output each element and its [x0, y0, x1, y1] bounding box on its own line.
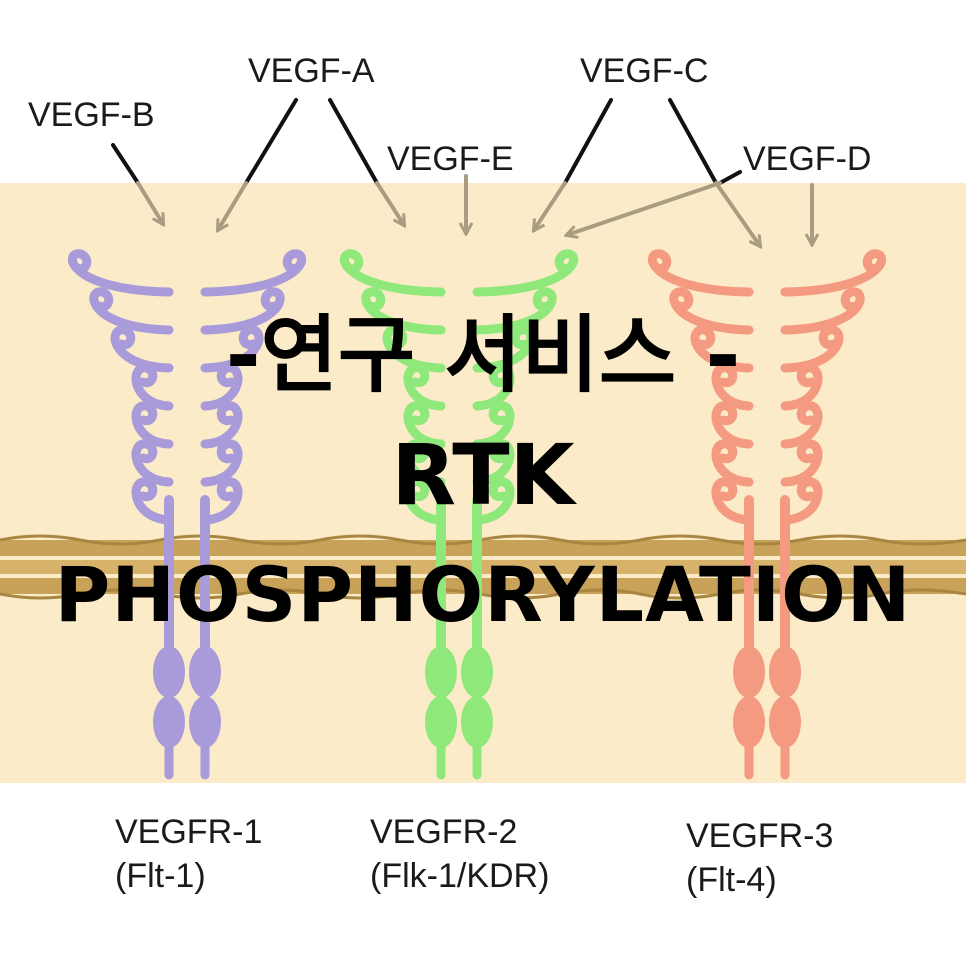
ligand-label-vegf-e: VEGF-E	[387, 140, 514, 178]
receptor-alias: (Flt-1)	[115, 857, 206, 895]
overlay-title-rtk: RTK	[391, 426, 575, 524]
ligand-label-vegf-a: VEGF-A	[248, 52, 375, 90]
kinase-domain	[769, 646, 801, 698]
receptor-chain	[461, 249, 579, 780]
binding-arrows	[136, 174, 812, 246]
receptor-label-vegfr-2: VEGFR-2 (Flk-1/KDR)	[370, 810, 549, 898]
ig-domain-loop	[472, 287, 557, 335]
ig-domain-loop	[780, 363, 823, 411]
receptor-alias: (Flk-1/KDR)	[370, 857, 550, 895]
receptor-chain	[769, 249, 887, 780]
ig-domain-loop	[780, 477, 823, 525]
ig-domain-loop	[200, 439, 243, 487]
receptor-name: VEGFR-2	[370, 813, 518, 851]
kinase-domain	[153, 646, 185, 698]
ig-domain-loop	[403, 363, 446, 411]
ig-domain-loop	[131, 477, 174, 525]
kinase-domain	[153, 696, 185, 748]
receptor-name: VEGFR-3	[686, 817, 834, 855]
kinase-domain	[425, 646, 457, 698]
ig-domain-loop	[472, 363, 515, 411]
receptor-chain	[189, 249, 307, 780]
ig-domain-loop	[647, 249, 754, 297]
ig-domain-loop	[472, 401, 515, 449]
receptor-chain	[339, 249, 457, 780]
ig-domain-loop	[110, 325, 174, 373]
ig-domain-loop	[361, 287, 446, 335]
cell-membrane	[0, 534, 966, 600]
receptor-2	[339, 249, 579, 780]
ig-domain-loop	[472, 477, 515, 525]
ig-domain-loop	[131, 439, 174, 487]
ig-domain-loop	[200, 401, 243, 449]
overlay-title-korean: -연구 서비스 -	[225, 306, 741, 404]
ig-domain-loop	[200, 477, 243, 525]
ig-domain-loop	[200, 287, 285, 335]
ig-domain-loop	[472, 249, 579, 297]
ig-domain-loop	[669, 287, 754, 335]
ig-domain-loop	[200, 325, 264, 373]
ig-domain-loop	[339, 249, 446, 297]
receptor-1	[67, 249, 307, 780]
ig-domain-loop	[780, 287, 865, 335]
receptor-chain	[67, 249, 185, 780]
receptor-shapes	[67, 249, 887, 780]
receptor-label-vegfr-3: VEGFR-3 (Flt-4)	[686, 814, 833, 902]
ig-domain-loop	[711, 477, 754, 525]
ig-domain-loop	[780, 325, 844, 373]
ig-domain-loop	[67, 249, 174, 297]
ig-domain-loop	[403, 439, 446, 487]
receptor-alias: (Flt-4)	[686, 861, 777, 899]
receptor-name: VEGFR-1	[115, 813, 263, 851]
ig-domain-loop	[200, 249, 307, 297]
kinase-domain	[461, 696, 493, 748]
ig-domain-loop	[131, 401, 174, 449]
ig-domain-loop	[690, 325, 754, 373]
kinase-domain	[461, 646, 493, 698]
kinase-domain	[189, 696, 221, 748]
ig-domain-loop	[780, 249, 887, 297]
kinase-domain	[425, 696, 457, 748]
kinase-domain	[733, 696, 765, 748]
ig-domain-loop	[711, 401, 754, 449]
ig-domain-loop	[200, 363, 243, 411]
ig-domain-loop	[472, 439, 515, 487]
receptor-chain	[647, 249, 765, 780]
ig-domain-loop	[780, 439, 823, 487]
ligand-label-vegf-d: VEGF-D	[743, 140, 872, 178]
ig-domain-loop	[403, 401, 446, 449]
ig-domain-loop	[780, 401, 823, 449]
ligand-label-vegf-c: VEGF-C	[580, 52, 709, 90]
receptor-label-vegfr-1: VEGFR-1 (Flt-1)	[115, 810, 262, 898]
kinase-domain	[733, 646, 765, 698]
ig-domain-loop	[711, 363, 754, 411]
ig-domain-loop	[131, 363, 174, 411]
overlay-title-phosphorylation: PHOSPHORYLATION	[54, 550, 912, 639]
ig-domain-loop	[403, 477, 446, 525]
ligand-label-vegf-b: VEGF-B	[28, 96, 155, 134]
ig-domain-loop	[382, 325, 446, 373]
ig-domain-loop	[472, 325, 536, 373]
ligand-lines	[111, 98, 742, 185]
ig-domain-loop	[89, 287, 174, 335]
kinase-domain	[769, 696, 801, 748]
kinase-domain	[189, 646, 221, 698]
ig-domain-loop	[711, 439, 754, 487]
receptor-3	[647, 249, 887, 780]
